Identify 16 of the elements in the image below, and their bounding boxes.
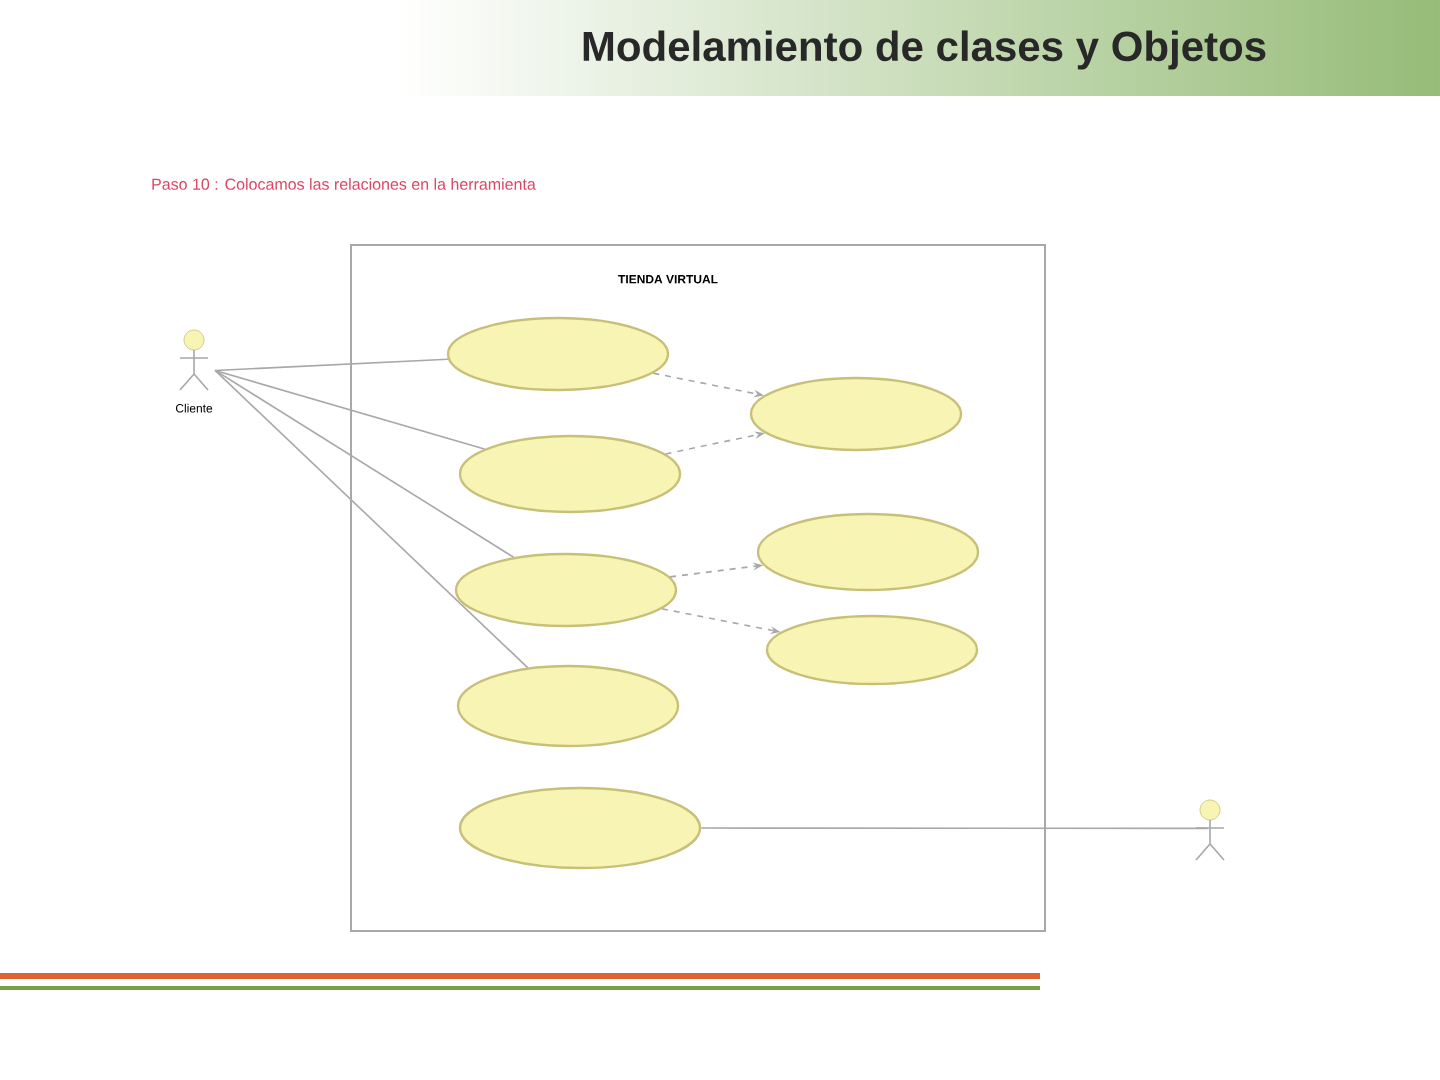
use-case-ellipse xyxy=(458,786,702,870)
connector xyxy=(214,369,529,669)
use-case-ellipse xyxy=(456,664,680,748)
connector xyxy=(214,369,486,450)
step-caption: Paso 10 : Colocamos las relaciones en la herramienta xyxy=(152,178,536,190)
use-case-ellipse xyxy=(756,512,980,592)
actor-figure xyxy=(1195,799,1225,861)
use-case-ellipse xyxy=(446,316,670,392)
connector xyxy=(214,369,515,558)
connector xyxy=(214,358,449,372)
use-case-ellipse xyxy=(454,552,678,628)
slide-title: Modelamiento de clases y Objetos xyxy=(583,30,1266,70)
use-case-ellipse xyxy=(749,376,963,452)
connector xyxy=(700,827,1209,830)
use-case-ellipse xyxy=(458,434,682,514)
use-case-ellipse xyxy=(765,614,979,686)
